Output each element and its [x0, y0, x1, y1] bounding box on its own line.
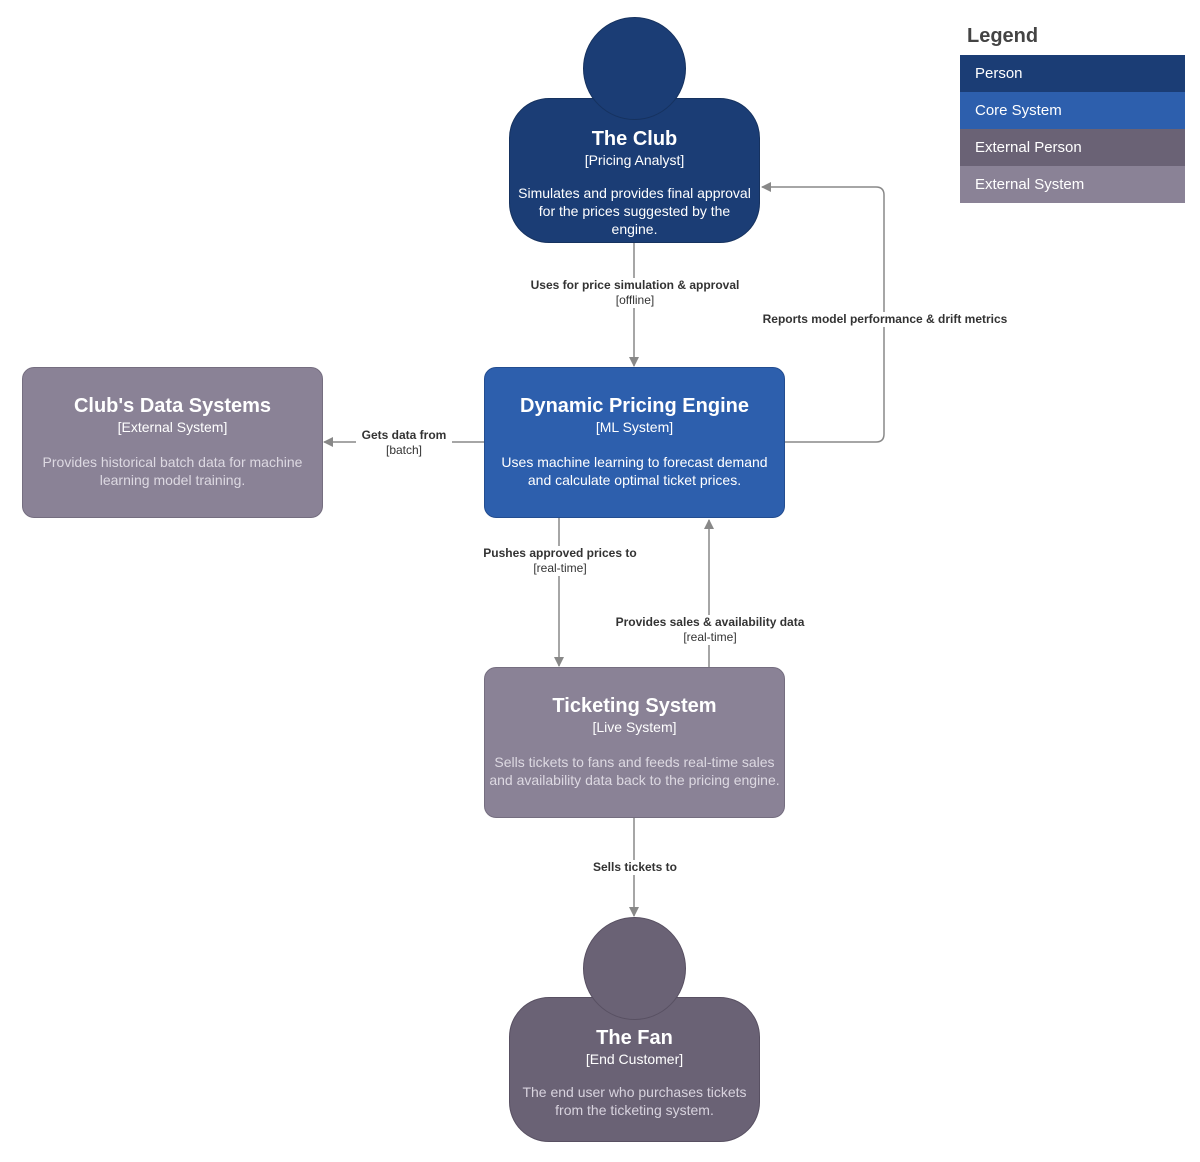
edge-label-engine-data: Gets data from [batch]: [356, 428, 452, 458]
legend-item-external-system: External System: [960, 166, 1185, 203]
node-club-data-systems[interactable]: Club's Data Systems [External System] Pr…: [22, 367, 323, 518]
node-type: [End Customer]: [585, 1051, 684, 1067]
edge-label-text: Sells tickets to: [592, 860, 678, 874]
node-title: The Club: [591, 128, 678, 150]
node-description: Uses machine learning to forecast demand…: [501, 454, 768, 488]
edge-label-tech: [real-time]: [683, 630, 737, 644]
edge-label-text: Reports model performance & drift metric…: [762, 312, 1008, 326]
node-description: The end user who purchases tickets from …: [522, 1084, 747, 1118]
node-the-club[interactable]: The Club [Pricing Analyst] Simulates and…: [509, 98, 760, 243]
node-description: Simulates and provides final approval fo…: [518, 185, 751, 237]
node-title: Ticketing System: [552, 695, 717, 717]
node-type: [ML System]: [595, 419, 674, 435]
edge-label-text: Uses for price simulation & approval: [530, 278, 740, 292]
edge-label-text: Provides sales & availability data: [615, 615, 805, 629]
node-description: Provides historical batch data for machi…: [42, 454, 303, 488]
edge-label-tech: [offline]: [615, 293, 655, 307]
node-title: The Fan: [596, 1027, 673, 1049]
legend-item-external-person: External Person: [960, 129, 1185, 166]
edge-label-text: Pushes approved prices to: [483, 546, 637, 560]
person-head-icon: [583, 917, 686, 1020]
legend: Legend Person Core System External Perso…: [960, 22, 1185, 203]
node-title: Club's Data Systems: [73, 395, 272, 417]
node-title: Dynamic Pricing Engine: [520, 395, 749, 417]
legend-item-person: Person: [960, 55, 1185, 92]
edge-label-tech: [real-time]: [533, 561, 587, 575]
edge-label-ticketing-engine: Provides sales & availability data [real…: [608, 615, 812, 645]
edge-label-engine-ticketing: Pushes approved prices to [real-time]: [476, 546, 644, 576]
node-dynamic-pricing-engine[interactable]: Dynamic Pricing Engine [ML System] Uses …: [484, 367, 785, 518]
legend-item-core-system: Core System: [960, 92, 1185, 129]
node-ticketing-system[interactable]: Ticketing System [Live System] Sells tic…: [484, 667, 785, 818]
edge-label-text: Gets data from: [361, 428, 447, 442]
edge-label-tech: [batch]: [385, 443, 423, 457]
node-description: Sells tickets to fans and feeds real-tim…: [489, 754, 780, 788]
node-type: [External System]: [117, 419, 228, 435]
node-the-fan[interactable]: The Fan [End Customer] The end user who …: [509, 997, 760, 1142]
edge-label-engine-club: Reports model performance & drift metric…: [755, 312, 1015, 327]
edge-label-ticketing-fan: Sells tickets to: [584, 860, 686, 875]
legend-title: Legend: [967, 25, 1039, 47]
person-head-icon: [583, 17, 686, 120]
node-type: [Pricing Analyst]: [584, 152, 685, 168]
node-type: [Live System]: [592, 719, 677, 735]
edge-label-club-engine: Uses for price simulation & approval [of…: [520, 278, 750, 308]
